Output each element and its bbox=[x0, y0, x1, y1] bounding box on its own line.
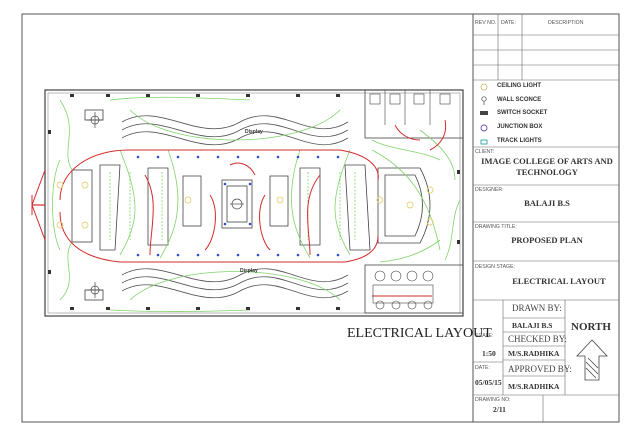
design-stage-value: ELECTRICAL LAYOUT bbox=[512, 276, 606, 286]
drawn-by-value: BALAJI B.S bbox=[512, 321, 553, 330]
checked-by-value: M/S.RADHIKA bbox=[508, 349, 560, 358]
rev-no-header: REV NO. bbox=[475, 20, 497, 26]
drawing-no-value: 2/11 bbox=[493, 405, 506, 414]
north-arrow-icon bbox=[576, 339, 608, 381]
drawing-title-value: PROPOSED PLAN bbox=[511, 235, 583, 245]
legend-ceiling-light: CEILING LIGHT bbox=[497, 83, 541, 89]
switch-socket-icon bbox=[480, 111, 488, 115]
scale-label: SCALE: bbox=[475, 333, 494, 339]
display-label-top: Display bbox=[245, 129, 263, 135]
drawn-by-label: DRAWN BY: bbox=[512, 303, 562, 313]
designer-name: BALAJI B.S bbox=[524, 198, 570, 208]
drawing-title-label: DRAWING TITLE: bbox=[475, 224, 517, 230]
drawing-no-label: DRAWING NO: bbox=[475, 397, 511, 403]
date-label: DATE: bbox=[475, 365, 490, 371]
revision-table bbox=[473, 14, 619, 81]
scale-value: 1:50 bbox=[482, 349, 496, 358]
ceiling-light-icon bbox=[480, 83, 488, 91]
wall-sconce-icon bbox=[481, 96, 487, 105]
legend-wall-sconce: WALL SCONCE bbox=[497, 97, 542, 103]
client-name: IMAGE COLLEGE OF ARTS AND TECHNOLOGY bbox=[481, 156, 613, 177]
date-header: DATE: bbox=[501, 20, 516, 26]
junction-box-icon bbox=[480, 124, 488, 132]
legend-junction-box: JUNCTION BOX bbox=[497, 124, 543, 130]
approved-by-value: M/S.RADHIKA bbox=[508, 382, 560, 391]
north-label: NORTH bbox=[571, 321, 611, 333]
display-label-bottom: Display bbox=[240, 268, 258, 274]
description-header: DESCRIPTION bbox=[548, 20, 584, 26]
date-value: 05/05/15 bbox=[475, 378, 502, 387]
legend-switch-socket: SWITCH SOCKET bbox=[497, 110, 548, 116]
floor-plan bbox=[31, 89, 464, 317]
track-lights-icon bbox=[480, 139, 488, 145]
design-stage-label: DESIGN STAGE: bbox=[475, 264, 515, 270]
approved-by-label: APPROVED BY: bbox=[508, 364, 572, 374]
legend-icons bbox=[480, 83, 488, 145]
client-label: CLIENT: bbox=[475, 149, 495, 155]
designer-label: DESIGNER: bbox=[475, 187, 504, 193]
plan-title: ELECTRICAL LAYOUT bbox=[347, 326, 492, 341]
legend-track-lights: TRACK LIGHTS bbox=[497, 138, 542, 144]
checked-by-label: CHECKED BY: bbox=[508, 334, 567, 344]
